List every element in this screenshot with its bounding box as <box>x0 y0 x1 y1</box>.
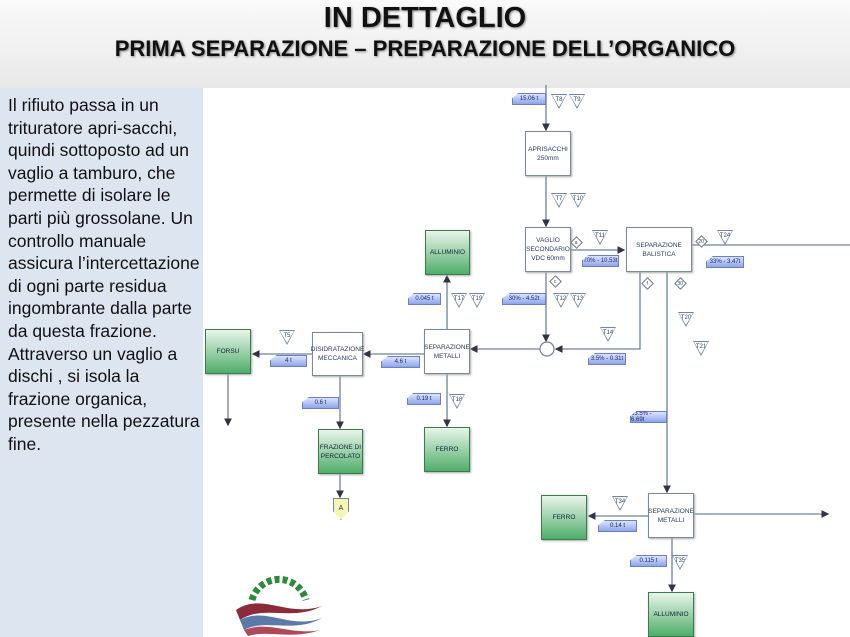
flow-label: 3.5% - 0.31t <box>588 353 626 365</box>
flow-label: 70% - 10.53t <box>582 255 619 267</box>
flow-label: 63.5% - 6.69t <box>630 411 667 423</box>
description-text: Il rifiuto passa in un trituratore apri-… <box>8 95 200 454</box>
node-percolato: FRAZIONE DI PERCOLATO <box>318 429 363 474</box>
node-alluminio-2: ALLUMINIO <box>648 592 694 637</box>
flow-label: 4 t <box>270 355 307 367</box>
slide-title: IN DETTAGLIO <box>323 2 527 34</box>
flow-label: 0.045 t <box>408 293 441 305</box>
flow-label: 15.06 t <box>512 93 546 105</box>
node-forsu: FORSU <box>205 329 251 374</box>
junction-node <box>539 341 555 357</box>
flow-label: 33% - 3.47t <box>706 256 744 268</box>
flow-label: 4.6 t <box>381 356 420 368</box>
slide-header: IN DETTAGLIO PRIMA SEPARAZIONE – PREPARA… <box>0 0 850 88</box>
node-separazione-metalli-1: SEPARAZIONE METALLI <box>424 329 470 374</box>
connector-a: A <box>333 498 349 520</box>
flow-label: 30% - 4.52t <box>502 293 546 305</box>
node-separazione-balistica: SEPARAZIONE BALISTICA <box>626 227 692 272</box>
node-ferro-2: FERRO <box>541 495 587 540</box>
node-vaglio-secondario: VAGLIO SECONDARIO VDC 60mm <box>525 227 571 272</box>
flow-label: 0.6 t <box>302 397 339 409</box>
node-aprisacchi: APRISACCHI 250mm <box>525 131 571 176</box>
description-panel: Il rifiuto passa in un trituratore apri-… <box>0 88 203 637</box>
flow-label: 0.115 t <box>630 555 667 567</box>
node-ferro-1: FERRO <box>424 427 470 472</box>
node-separazione-metalli-2: SEPARAZIONE METALLI <box>648 493 694 538</box>
slide-subtitle: PRIMA SEPARAZIONE – PREPARAZIONE DELL’OR… <box>114 36 736 61</box>
company-logo <box>236 575 322 636</box>
node-alluminio-1: ALLUMINIO <box>425 230 470 275</box>
flow-label: 0.14 t <box>598 520 637 532</box>
node-disidratazione: DISIDRATAZIONE MECCANICA <box>311 332 364 376</box>
flow-label: 0.19 t <box>407 393 441 405</box>
